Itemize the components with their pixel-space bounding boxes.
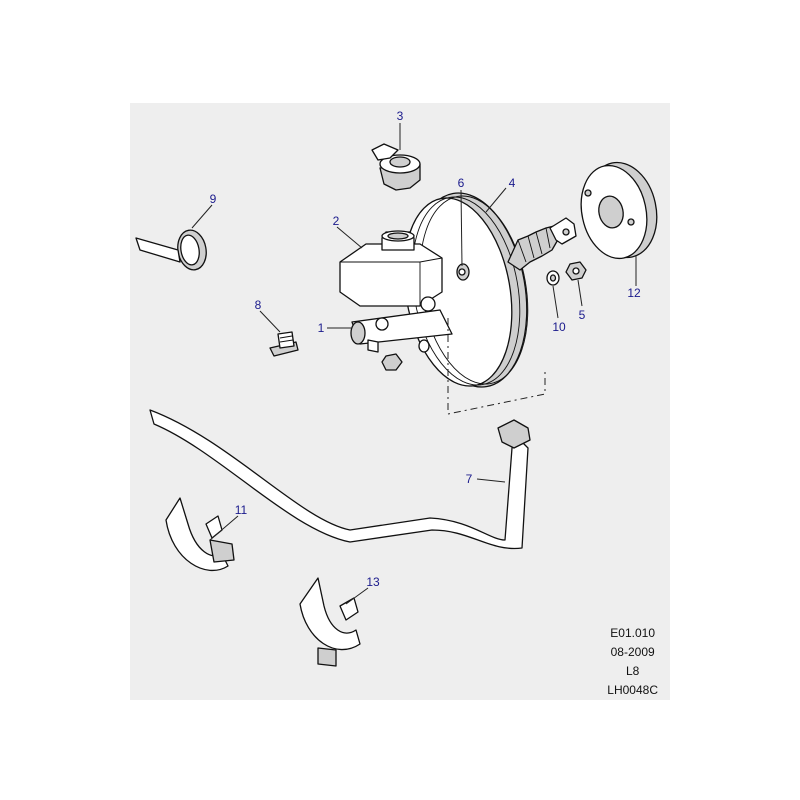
part-2-fluid-reservoir[interactable]: [339, 230, 443, 307]
part-12-spacer-plate[interactable]: [573, 156, 665, 265]
part-6-stud[interactable]: [456, 263, 470, 281]
part-7-vacuum-hose[interactable]: [149, 409, 531, 550]
callout-3: 3: [397, 109, 404, 123]
drawing-reference-block: E01.010 08-2009 L8 LH0048C: [607, 624, 658, 700]
reference-drawing-number: LH0048C: [607, 683, 658, 697]
diagram-background-panel: [130, 103, 670, 700]
callout-10: 10: [552, 320, 566, 334]
reference-date: 08-2009: [610, 645, 655, 659]
callout-13: 13: [366, 575, 380, 589]
part-5-nut[interactable]: [565, 261, 587, 281]
part-11-hose-clip[interactable]: [165, 497, 235, 571]
callout-2: 2: [333, 214, 340, 228]
callout-4: 4: [509, 176, 516, 190]
part-9-cable-tie[interactable]: [135, 228, 209, 272]
reference-code: E01.010: [610, 626, 655, 640]
master-cylinder-nuts: [381, 339, 430, 371]
callout-labels: 3 6 4 2 9 8 1 10 5 12 7 11 13: [210, 109, 641, 589]
part-13-hose-clip[interactable]: [299, 577, 361, 667]
alignment-lines: [447, 318, 546, 415]
callout-1: 1: [318, 321, 325, 335]
callout-11: 11: [235, 503, 248, 517]
part-3-reservoir-cap[interactable]: [371, 143, 421, 191]
callout-7: 7: [466, 472, 473, 486]
callout-12: 12: [627, 286, 641, 300]
part-10-washer[interactable]: [546, 270, 560, 286]
reference-model: L8: [625, 664, 640, 678]
leader-lines: [191, 123, 637, 605]
callout-6: 6: [458, 176, 465, 190]
part-8-fastener[interactable]: [269, 331, 299, 357]
callout-5: 5: [579, 308, 586, 322]
callout-8: 8: [255, 298, 262, 312]
part-4-brake-booster[interactable]: [390, 184, 577, 396]
callout-9: 9: [210, 192, 217, 206]
part-1-master-cylinder[interactable]: [350, 296, 453, 353]
